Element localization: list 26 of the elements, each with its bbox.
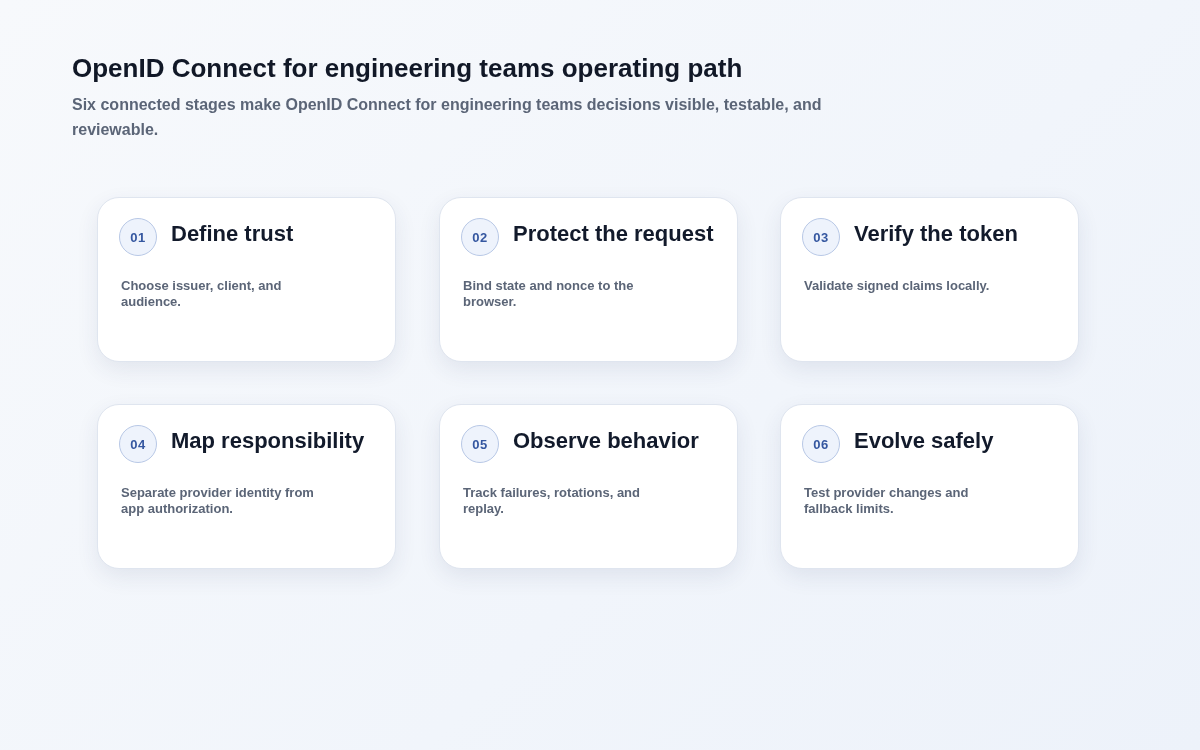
- step-number-circle: 06: [802, 425, 840, 463]
- stage-card: [780, 197, 1079, 362]
- stage-heading: Protect the request: [513, 221, 715, 247]
- step-number-circle: 02: [461, 218, 499, 256]
- step-number-circle: 03: [802, 218, 840, 256]
- step-number-circle: 01: [119, 218, 157, 256]
- stage-card: [439, 197, 738, 362]
- stage-heading: Evolve safely: [854, 428, 995, 454]
- stage-description: Separate provider identity from app authorization.: [121, 485, 315, 517]
- stage-card: [780, 404, 1079, 569]
- stage-heading: Map responsibility: [171, 428, 366, 454]
- stage-description: Bind state and nonce to the browser.: [463, 278, 635, 310]
- stage-heading: Observe behavior: [513, 428, 700, 454]
- title: OpenID Connect for engineering teams operating path: [72, 52, 743, 84]
- step-number-circle: 05: [461, 425, 499, 463]
- stage-description: Test provider changes and fallback limits.: [804, 485, 970, 517]
- stage-card: [439, 404, 738, 569]
- step-number-circle: 04: [119, 425, 157, 463]
- subtitle: Six connected stages make OpenID Connect for engineering teams decisions visible, testable, and reviewable.: [72, 95, 823, 140]
- stage-heading: Define trust: [171, 221, 295, 247]
- stage-description: Validate signed claims locally.: [804, 278, 991, 294]
- stage-description: Track failures, rotations, and replay.: [463, 485, 641, 517]
- stage-heading: Verify the token: [854, 221, 1019, 247]
- stage-description: Choose issuer, client, and audience.: [121, 278, 283, 310]
- stage-card: [97, 197, 396, 362]
- stage-card: [97, 404, 396, 569]
